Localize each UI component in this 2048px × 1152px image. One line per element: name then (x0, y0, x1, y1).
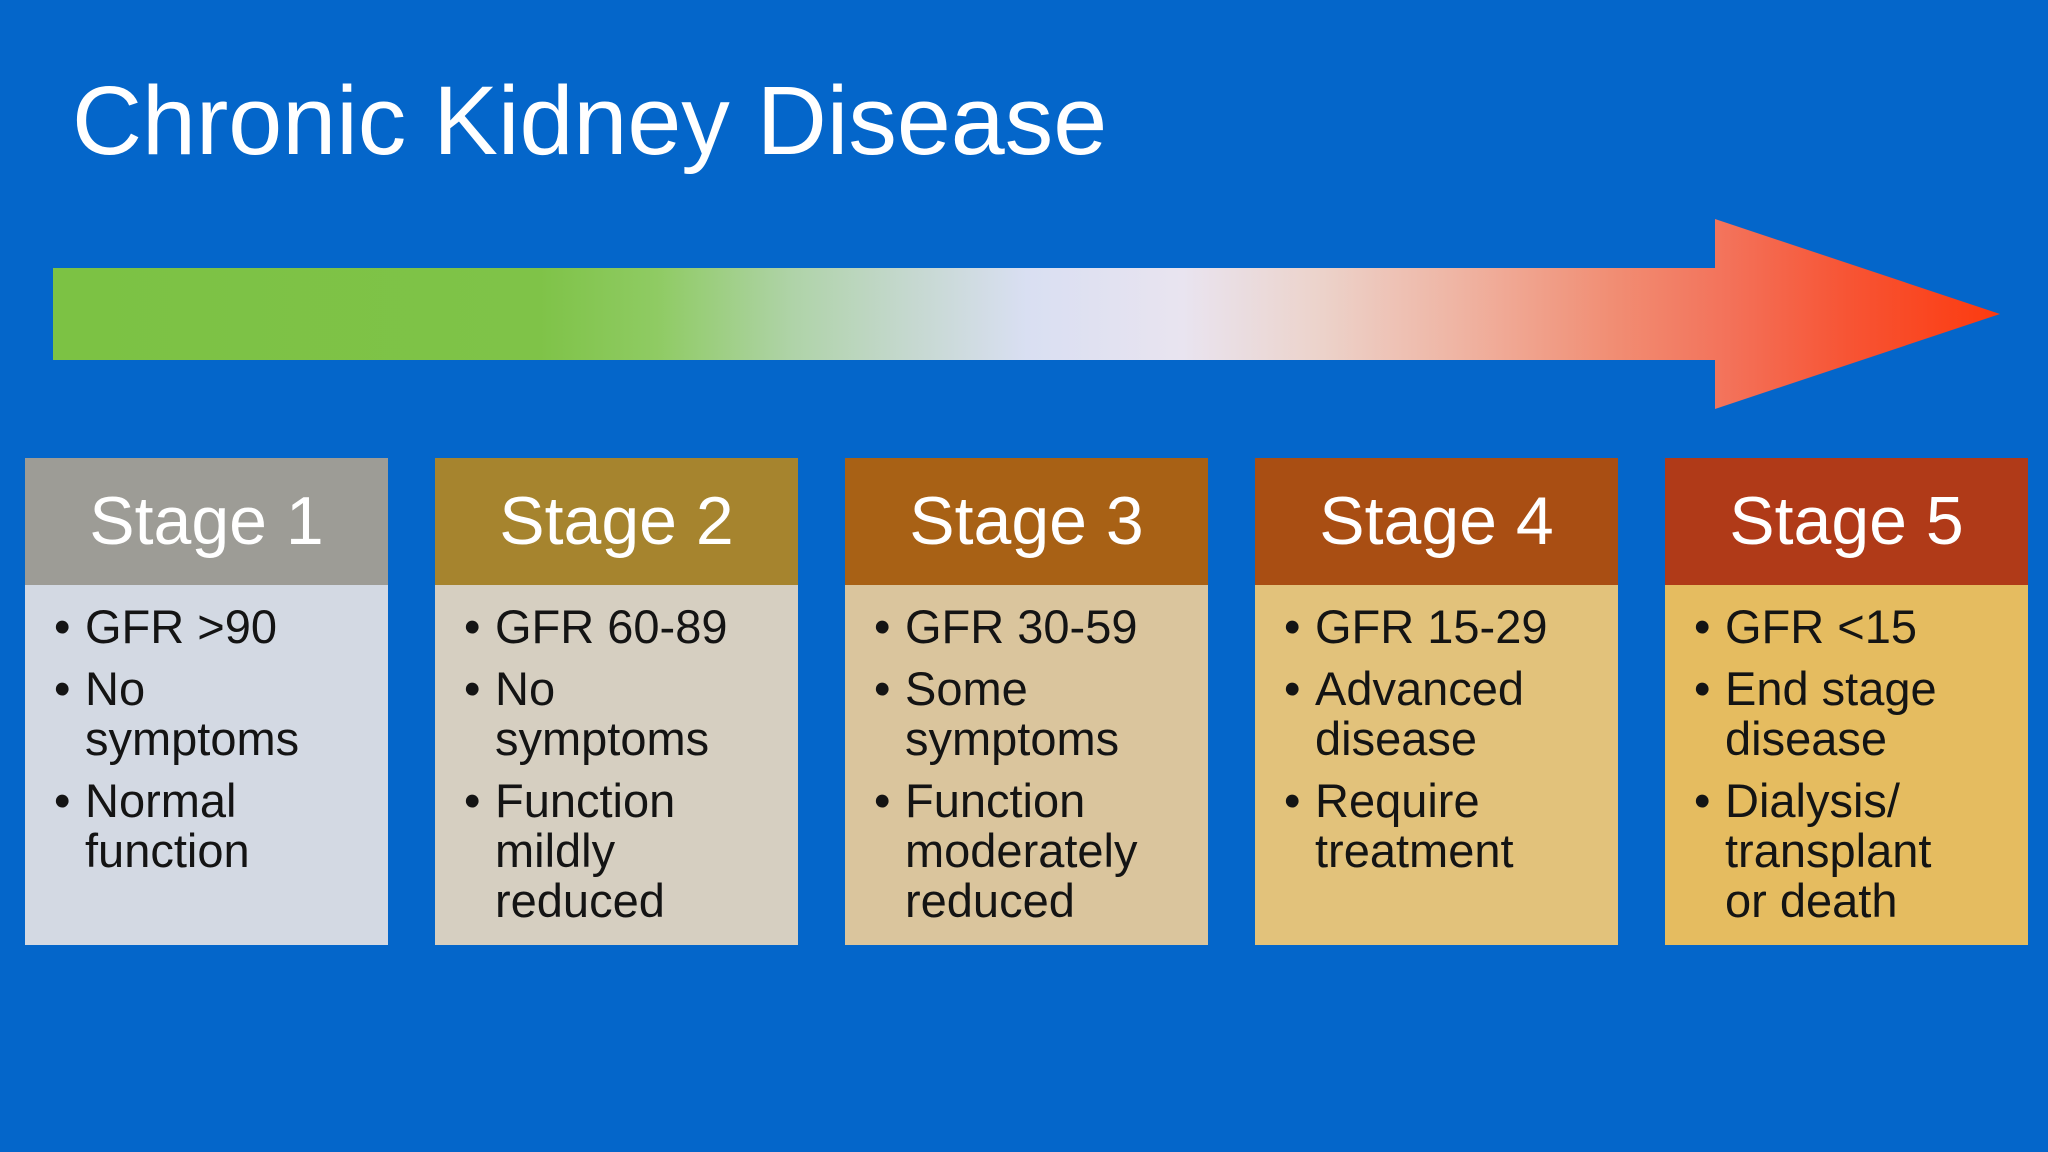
stage-column: Stage 2 GFR 60-89NosymptomsFunctionmildl… (435, 458, 798, 945)
bullet-line: transplant (1725, 824, 1932, 877)
bullet-line: End stage (1725, 662, 1937, 715)
bullet-item: GFR >90 (54, 600, 382, 653)
stage-bullet-list: GFR <15End stagediseaseDialysis/transpla… (1665, 585, 2028, 945)
bullet-line: reduced (495, 874, 665, 927)
bullet-line: or death (1725, 874, 1898, 927)
stage-bullet-list: GFR >90NosymptomsNormalfunction (25, 585, 388, 945)
stage-header-label: Stage 1 (25, 458, 388, 585)
stage-column: Stage 4 GFR 15-29AdvanceddiseaseRequiret… (1255, 458, 1618, 945)
bullet-line: symptoms (495, 712, 710, 765)
stage-column: Stage 3 GFR 30-59SomesymptomsFunctionmod… (845, 458, 1208, 945)
bullet-item: GFR 60-89 (464, 600, 792, 653)
stage-bullet-list: GFR 30-59SomesymptomsFunctionmoderatelyr… (845, 585, 1208, 945)
bullet-line: GFR 30-59 (905, 600, 1138, 653)
bullet-line: GFR <15 (1725, 600, 1917, 653)
progression-arrow (53, 219, 2000, 409)
bullet-line: No (495, 662, 556, 715)
bullet-line: disease (1725, 712, 1887, 765)
stage-header-label: Stage 3 (845, 458, 1208, 585)
bullet-line: symptoms (85, 712, 300, 765)
bullet-line: moderately (905, 824, 1138, 877)
bullet-line: treatment (1315, 824, 1514, 877)
stage-header-label: Stage 4 (1255, 458, 1618, 585)
bullet-line: function (85, 824, 250, 877)
bullet-line: GFR >90 (85, 600, 277, 653)
bullet-line: Advanced (1315, 662, 1525, 715)
stage-column: Stage 5 GFR <15End stagediseaseDialysis/… (1665, 458, 2028, 945)
bullet-line: Require (1315, 774, 1480, 827)
stage-columns: Stage 1 GFR >90NosymptomsNormalfunction … (25, 458, 2028, 945)
bullet-item: GFR <15 (1694, 600, 2022, 653)
bullet-line: Dialysis/ (1725, 774, 1900, 827)
bullet-line: disease (1315, 712, 1477, 765)
bullet-line: Some (905, 662, 1028, 715)
bullet-line: Function (905, 774, 1086, 827)
stage-header-label: Stage 2 (435, 458, 798, 585)
arrow-shape (53, 219, 2000, 409)
stage-bullet-list: GFR 60-89NosymptomsFunctionmildlyreduced (435, 585, 798, 945)
bullet-line: GFR 60-89 (495, 600, 728, 653)
slide-title: Chronic Kidney Disease (72, 66, 1108, 175)
bullet-line: Function (495, 774, 676, 827)
stage-header-label: Stage 5 (1665, 458, 2028, 585)
bullet-item: GFR 15-29 (1284, 600, 1612, 653)
bullet-line: reduced (905, 874, 1075, 927)
bullet-line: mildly (495, 824, 616, 877)
bullet-line: No (85, 662, 146, 715)
bullet-line: Normal (85, 774, 237, 827)
stage-bullet-list: GFR 15-29AdvanceddiseaseRequiretreatment (1255, 585, 1618, 945)
bullet-line: symptoms (905, 712, 1120, 765)
bullet-item: GFR 30-59 (874, 600, 1202, 653)
stage-column: Stage 1 GFR >90NosymptomsNormalfunction (25, 458, 388, 945)
bullet-line: GFR 15-29 (1315, 600, 1548, 653)
